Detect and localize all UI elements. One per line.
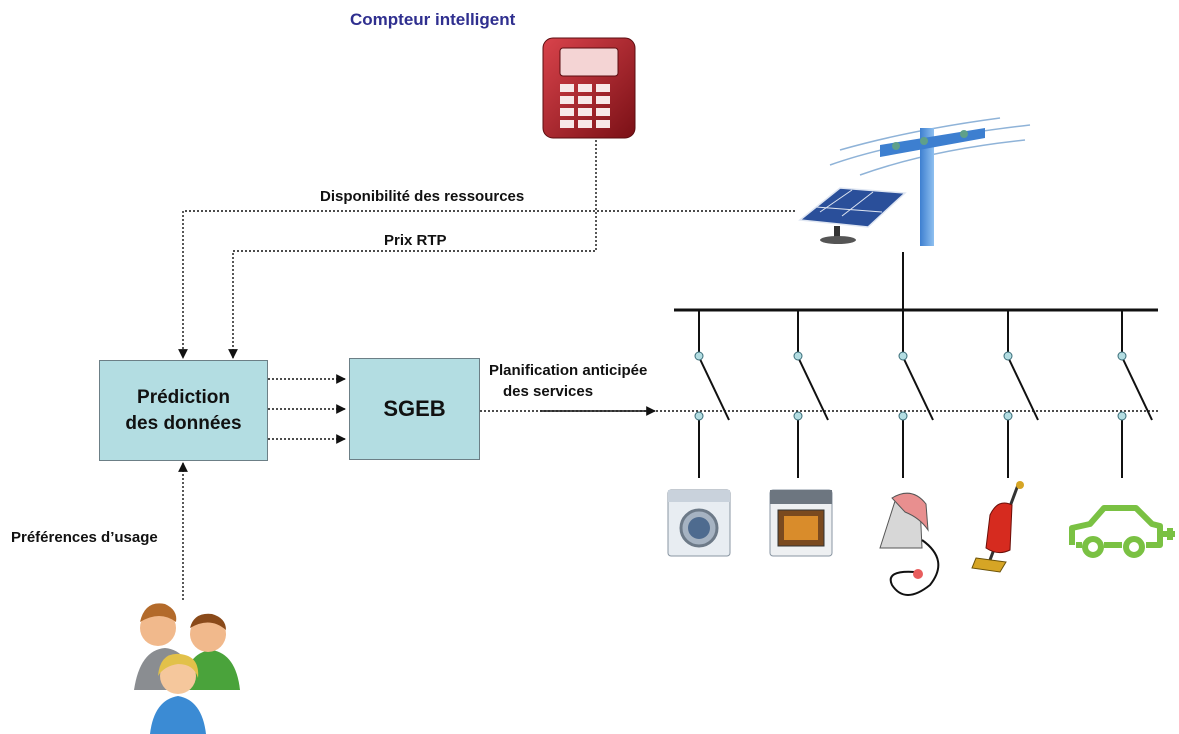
switch-branch — [1117, 310, 1153, 478]
planning-label-line1: Planification anticipée — [489, 362, 648, 379]
solar-panel-icon — [798, 187, 907, 244]
vacuum-cleaner-icon — [971, 481, 1024, 573]
washing-machine-icon — [667, 489, 731, 557]
electric-car-icon — [1069, 505, 1175, 558]
iron-icon — [879, 492, 940, 596]
switch-branch — [898, 310, 934, 478]
oven-icon — [769, 489, 833, 557]
resources-line — [178, 210, 795, 359]
preferences-label: Préférences d’usage — [11, 529, 158, 546]
switch-branch — [694, 310, 730, 478]
switch-branch — [1003, 310, 1039, 478]
sgeb-box: SGEB — [349, 358, 480, 460]
power-pole-icon — [829, 117, 1031, 246]
switches — [694, 310, 1153, 478]
sgeb-label: SGEB — [383, 396, 446, 421]
rtp-line — [228, 140, 597, 359]
prediction-label-line1: Prédiction — [137, 386, 230, 408]
users-icon — [134, 603, 240, 734]
smart-meter-icon — [542, 37, 636, 139]
prediction-label-line2: des données — [125, 412, 242, 434]
planning-label-line2: des services — [503, 383, 594, 400]
smart-meter-title: Compteur intelligent — [350, 10, 516, 29]
prediction-box: Prédiction des données — [99, 360, 268, 461]
switch-branch — [793, 310, 829, 478]
resources-label: Disponibilité des ressources — [320, 188, 525, 205]
rtp-label: Prix RTP — [384, 232, 447, 249]
distribution-bus — [674, 252, 1158, 312]
